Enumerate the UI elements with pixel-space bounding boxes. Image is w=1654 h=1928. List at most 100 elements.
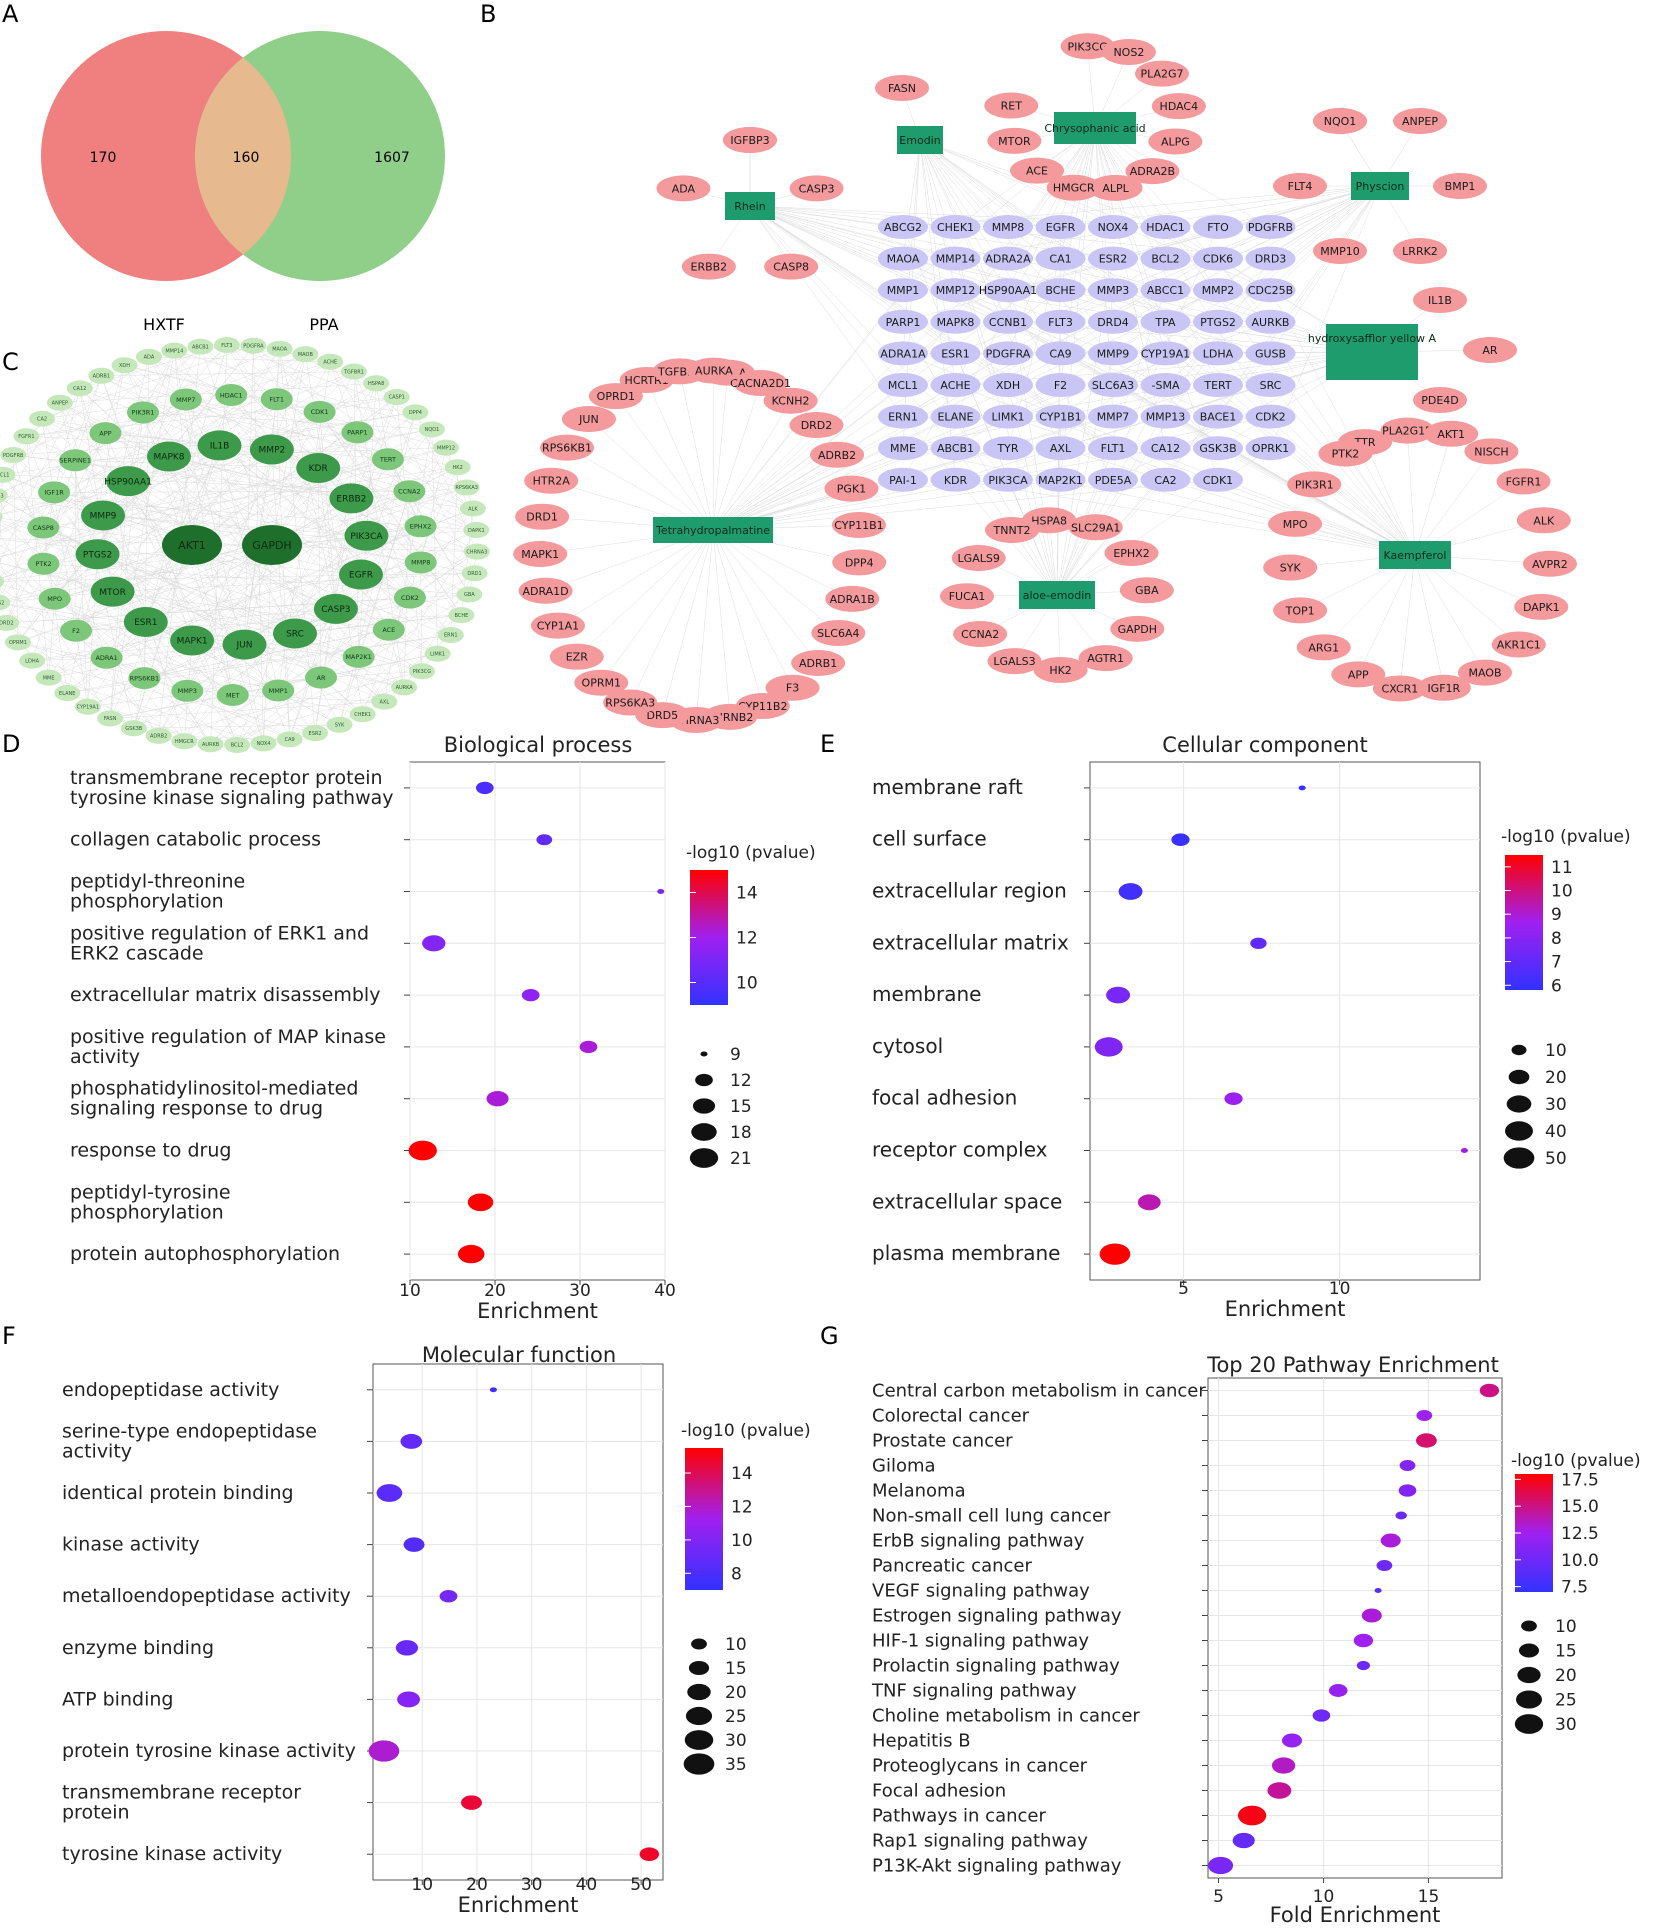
network-node: GUSB	[1245, 341, 1296, 366]
y-tick-label: enzyme binding	[62, 1637, 214, 1659]
network-node: DRD3	[1245, 246, 1296, 271]
network-node: PIK3CG	[1060, 33, 1115, 60]
y-tick-label: metalloendopeptidase activity	[62, 1585, 351, 1607]
data-point	[1416, 1410, 1433, 1421]
y-tick-label: ATP binding	[62, 1688, 173, 1710]
ppi-node-label: HSPA8	[368, 381, 384, 387]
size-legend-dot	[1503, 1147, 1535, 1169]
ppi-node-label: AKT1	[178, 539, 206, 552]
network-node: MMP3	[1088, 278, 1138, 303]
network-node: CXCR1	[1372, 675, 1427, 702]
ppi-node-label: CHEK1	[354, 712, 371, 718]
x-axis-label: Enrichment	[458, 1893, 579, 1917]
network-node-label: LRRK2	[1402, 245, 1438, 258]
ppi-node: SRC	[272, 618, 317, 649]
ppi-node: IGF1R	[38, 481, 71, 504]
network-node: EPHX2	[1104, 539, 1159, 566]
ppi-nodes: AURKAPIK3CGLIMK1ERN1BCHEGBADRD1CHRNA3DAP…	[0, 337, 490, 753]
ppi-node-label: CDK2	[401, 594, 419, 602]
compound-label: Rhein	[734, 200, 765, 213]
data-point	[403, 1537, 425, 1552]
network-node: SLC29A1	[1068, 514, 1123, 541]
network-node-label: MCL1	[888, 379, 918, 392]
y-tick-label: Prostate cancer	[872, 1431, 1013, 1452]
ppi-node: ELANE	[54, 685, 81, 702]
data-point	[486, 1091, 509, 1107]
data-point	[1416, 1433, 1437, 1448]
compound-label: Tetrahydropalmatine	[655, 524, 770, 537]
ppi-node: TGFBR1	[340, 363, 367, 380]
network-node: BACE1	[1193, 404, 1243, 429]
y-tick-label: receptor complex	[872, 1138, 1048, 1162]
compound-node: Rhein	[725, 192, 775, 220]
ppi-node: F2	[60, 619, 93, 642]
network-node: AR	[1463, 337, 1517, 363]
network-node-label: ABCC1	[1147, 284, 1184, 297]
ppi-node-label: FASN	[104, 716, 117, 722]
chart-title: Molecular function	[422, 1343, 616, 1367]
network-node-label: KCNH2	[772, 395, 810, 408]
color-bar	[1505, 855, 1543, 990]
network-node-label: FTO	[1207, 221, 1229, 234]
ppi-node: PTGS2	[75, 539, 120, 570]
panel-label-a: A	[2, 0, 19, 28]
network-node-label: PIK3CG	[1067, 40, 1107, 53]
network-node-label: CDK6	[1203, 253, 1233, 266]
network-node: ADRB1	[791, 650, 846, 677]
plot-area	[1089, 761, 1481, 1281]
color-bar-tick-label: 10	[736, 974, 758, 994]
data-point	[400, 1433, 423, 1449]
y-tick-label: response to drug	[70, 1140, 231, 1162]
size-legend-label: 20	[1555, 1666, 1577, 1686]
ppi-node: BCL2	[224, 736, 251, 753]
panel-label-f: F	[2, 1322, 16, 1350]
network-node-label: TYR	[996, 442, 1018, 455]
network-node-label: RPS6KB1	[542, 442, 592, 455]
network-node: BMP1	[1433, 173, 1487, 199]
ppi-node: HK2	[444, 459, 471, 476]
ppi-node-label: ADRA1	[95, 654, 117, 662]
ppi-node-label: MME	[43, 675, 55, 681]
network-node-label: ALPG	[1161, 135, 1190, 148]
network-node-label: BCL2	[1151, 253, 1179, 266]
network-node-label: CYP19A1	[1141, 347, 1190, 360]
network-node: MMP7	[1088, 404, 1138, 429]
data-point	[1380, 1533, 1401, 1548]
y-tick-label: Proteoglycans in cancer	[872, 1756, 1088, 1777]
x-tick-label: 15	[1418, 1887, 1440, 1907]
network-node-label: PIK3CA	[988, 474, 1028, 487]
network-node: CASP8	[764, 253, 819, 280]
color-bar-tick-label: 8	[1551, 929, 1562, 949]
network-node: BCHE	[1035, 278, 1086, 303]
network-node-label: F2	[1054, 379, 1067, 392]
ppi-node-label: MMP12	[437, 445, 455, 451]
size-legend-dot	[688, 1660, 710, 1676]
network-node: HK2	[1033, 656, 1088, 683]
size-legend-label: 10	[1555, 1617, 1577, 1637]
network-node-label: ALK	[1533, 514, 1555, 527]
y-tick-label: P13K-Akt signaling pathway	[872, 1856, 1122, 1877]
network-node: CDK2	[1245, 404, 1296, 429]
network-node: MTOR	[987, 127, 1042, 154]
chart-title: Cellular component	[1162, 733, 1367, 757]
color-bar-tick-label: 14	[731, 1464, 753, 1484]
compound-label: Physcion	[1356, 180, 1405, 193]
network-node: PTK2	[1318, 440, 1373, 467]
network-node: CYP19A1	[1140, 341, 1191, 366]
compound-node: Physcion	[1351, 172, 1409, 200]
ppi-node: ERN1	[437, 626, 464, 643]
network-node: DRD2	[789, 412, 844, 439]
ppi-node: PTK2	[27, 552, 60, 575]
network-node-label: MAP2K1	[1038, 474, 1083, 487]
network-node: HDAC1	[1140, 215, 1191, 239]
ppi-node-label: MMP7	[176, 396, 195, 404]
network-node: ABCB1	[930, 436, 981, 461]
ppi-node-label: DRD1	[467, 571, 481, 577]
ppi-node: ADRB1	[88, 367, 115, 384]
color-bar	[1515, 1474, 1553, 1592]
network-node: F2	[1035, 373, 1086, 397]
data-point	[408, 1140, 437, 1161]
ppi-node: GBA	[456, 586, 483, 603]
size-legend-label: 12	[730, 1071, 752, 1091]
